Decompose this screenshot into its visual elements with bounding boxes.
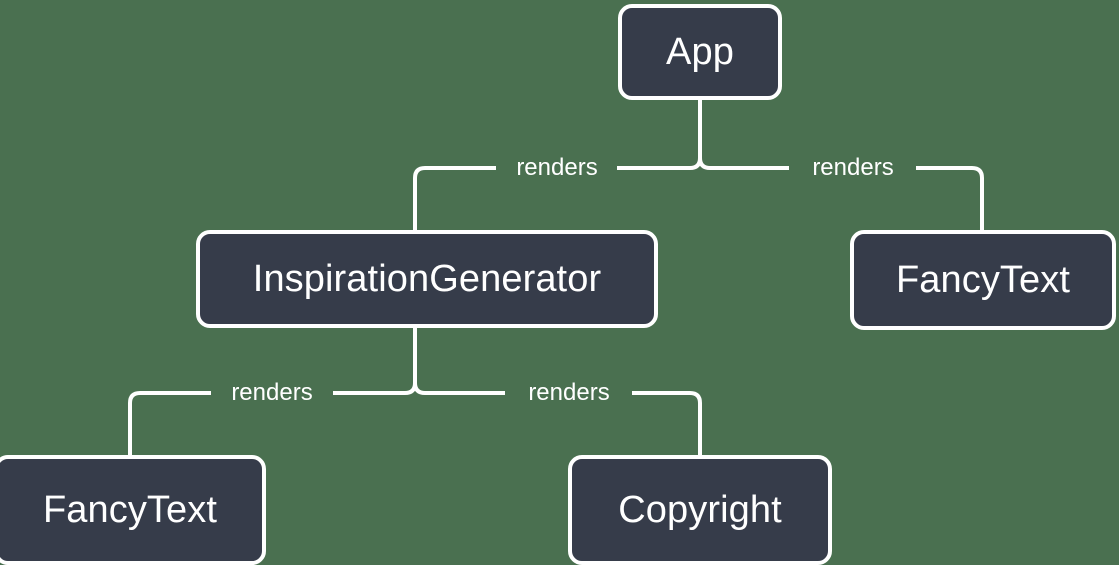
edge-label-app-to-inspiration-generator: renders — [516, 154, 598, 181]
node-fancytext-right[interactable]: FancyText — [850, 230, 1116, 330]
node-inspiration-generator-label: InspirationGenerator — [252, 258, 602, 300]
edge-label-app-to-fancytext-right: renders — [812, 154, 894, 181]
edge-inspiration-to-copyright-run2 — [632, 391, 702, 455]
node-inspiration-generator[interactable]: InspirationGenerator — [196, 230, 658, 328]
edge-junction-bottom — [404, 382, 426, 395]
node-fancytext-bottom[interactable]: FancyText — [0, 455, 266, 565]
node-fancytext-bottom-label: FancyText — [42, 489, 218, 531]
edge-label-inspiration-generator-to-copyright: renders — [528, 379, 610, 406]
edge-label-inspiration-generator-to-fancytext-bottom: renders — [231, 379, 313, 406]
node-copyright[interactable]: Copyright — [568, 455, 832, 565]
node-app[interactable]: App — [618, 4, 782, 100]
edge-app-to-inspiration-left-run2 — [413, 166, 496, 230]
edge-junction-top — [689, 157, 711, 170]
node-copyright-label: Copyright — [618, 489, 782, 531]
edge-inspiration-to-fancytext-run2 — [128, 391, 211, 455]
node-app-label: App — [666, 31, 734, 73]
node-fancytext-right-label: FancyText — [895, 259, 1071, 301]
edge-app-to-fancytext-right-run2 — [916, 166, 984, 230]
